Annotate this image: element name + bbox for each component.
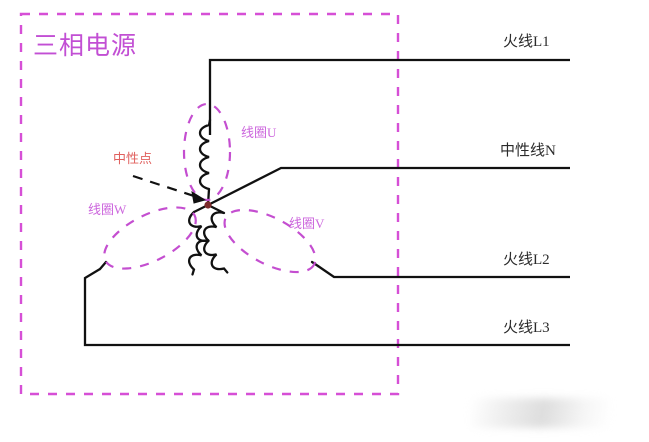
coil-W-highlight-ellipse (103, 206, 197, 270)
coil-V-winding (187, 211, 226, 276)
line-label-n: 中性线N (500, 143, 556, 159)
coil-U-winding (198, 118, 212, 191)
coil-W (98, 210, 229, 274)
wire-N (207, 166, 570, 207)
neutral-point-label: 中性点 (113, 151, 153, 166)
star-point-node (204, 201, 212, 209)
line-label-l3: 火线L3 (503, 320, 550, 336)
coil-U (198, 118, 212, 191)
wire-L2 (317, 265, 570, 279)
neutral-point-pointer-arrow (191, 190, 207, 204)
coil-V-highlight-ellipse (223, 208, 317, 274)
coil-w-label: 线圈W (88, 202, 127, 217)
source-enclosure-box (19, 12, 400, 396)
wire-L3 (83, 268, 570, 347)
coil-v-label: 线圈V (289, 216, 325, 231)
coil-W-lead (98, 260, 108, 271)
coil-u-label: 线圈U (241, 125, 277, 140)
neutral-point-pointer-line (132, 174, 201, 200)
wire-group (83, 58, 570, 347)
line-label-l1: 火线L1 (503, 34, 550, 50)
wire-L1 (208, 58, 570, 135)
page-title: 三相电源 (33, 33, 138, 60)
coil-U-highlight-ellipse (182, 102, 232, 202)
line-label-l2: 火线L2 (503, 252, 550, 268)
